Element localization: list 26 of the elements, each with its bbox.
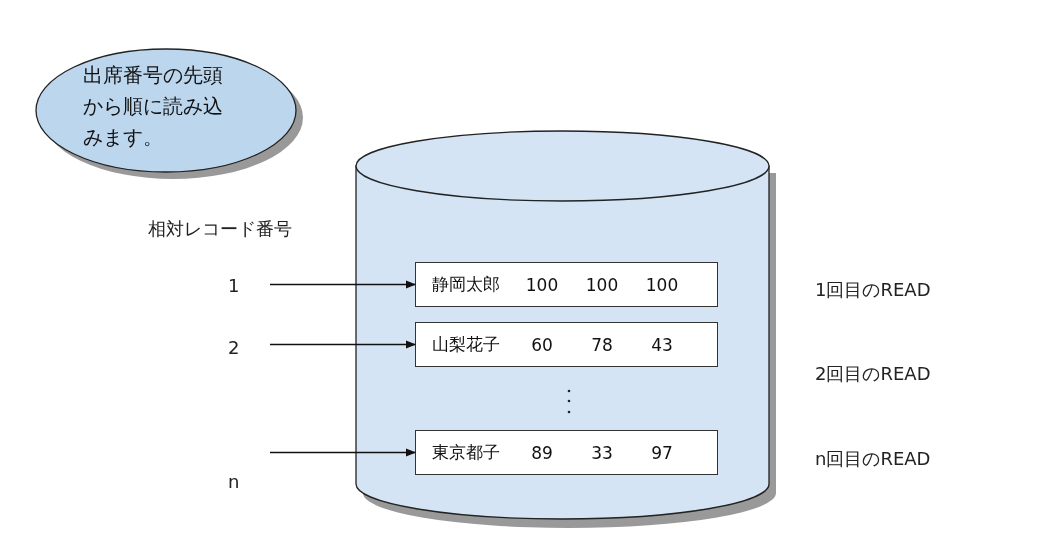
record-score: 60 xyxy=(530,334,554,355)
record-score: 78 xyxy=(590,334,614,355)
record-number: 2 xyxy=(228,336,240,358)
record-name: 静岡太郎 xyxy=(432,273,501,296)
arrow xyxy=(269,280,416,289)
record-score: 43 xyxy=(650,334,674,355)
record-score: 100 xyxy=(584,274,620,295)
read-note: 1回目のREAD xyxy=(815,278,931,302)
record-number: 1 xyxy=(228,274,240,296)
record-row xyxy=(415,322,718,367)
record-row xyxy=(415,430,718,475)
arrow xyxy=(269,448,416,457)
callout-text: 出席番号の先頭から順に読み込みます。 xyxy=(83,62,224,151)
record-score: 100 xyxy=(524,274,560,295)
arrow xyxy=(269,340,416,349)
record-score: 33 xyxy=(590,442,614,463)
record-number: n xyxy=(228,471,240,492)
read-note: n回目のREAD xyxy=(815,447,931,471)
record-score: 100 xyxy=(644,274,680,295)
record-row xyxy=(415,262,718,307)
record-name: 山梨花子 xyxy=(432,333,501,356)
read-note: 2回目のREAD xyxy=(815,362,931,386)
record-score: 89 xyxy=(530,442,554,463)
column-heading: 相対レコード番号 xyxy=(148,217,292,241)
record-score: 97 xyxy=(650,442,674,463)
record-name: 東京都子 xyxy=(432,441,501,464)
